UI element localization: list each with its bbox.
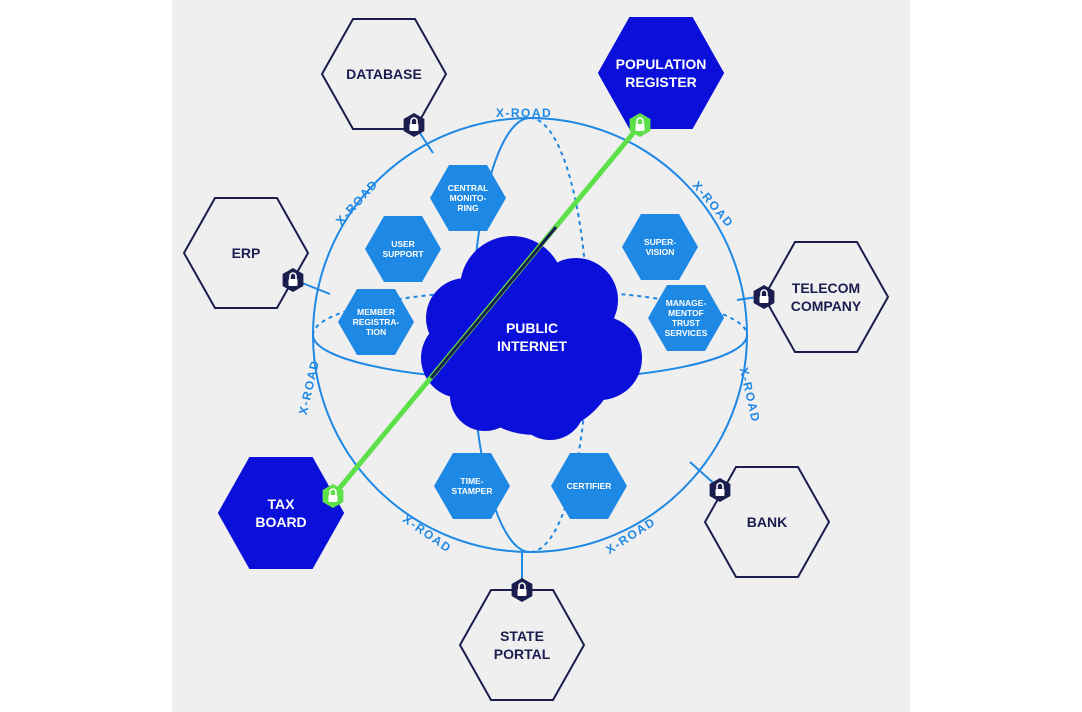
service-certifier: CERTIFIER [551, 453, 627, 519]
service-label-line: TION [366, 327, 386, 337]
node-label-line1: STATE [500, 628, 544, 644]
node-label-line1: TELECOM [792, 280, 860, 296]
cloud-label-line1: PUBLIC [506, 320, 558, 336]
service-label-line: MENTOF [668, 308, 704, 318]
service-label-line: SUPER- [644, 237, 676, 247]
service-label-line: MEMBER [357, 307, 395, 317]
node-hexagon [182, 197, 310, 309]
service-label-line: VISION [646, 247, 675, 257]
cloud-label-line2: INTERNET [497, 338, 567, 354]
x-road-label: X-ROAD [496, 106, 552, 120]
service-label-line: CENTRAL [448, 183, 489, 193]
inner-services: CENTRALMONITO-RINGUSERSUPPORTSUPER-VISIO… [338, 165, 724, 519]
node-state-portal: STATE PORTAL [458, 589, 586, 701]
node-label-line1: POPULATION [616, 56, 707, 72]
service-hexagon [430, 165, 506, 231]
service-hexagon [648, 285, 724, 351]
node-population-register: POPULATION REGISTER [597, 17, 725, 129]
service-label-line: TIME- [460, 476, 483, 486]
x-road-label: X-ROAD [737, 366, 763, 424]
service-label-line: STAMPER [452, 486, 493, 496]
node-label-line2: BOARD [255, 514, 306, 530]
node-hexagon [762, 241, 890, 353]
service-label-line: USER [391, 239, 415, 249]
node-label-line2: REGISTER [625, 74, 697, 90]
outer-nodes: DATABASE POPULATION REGISTER ERP TELECOM COMP… [182, 17, 890, 701]
service-hexagon [365, 216, 441, 282]
service-label-line: MANAGE- [666, 298, 707, 308]
node-label-line1: TAX [268, 496, 296, 512]
node-label-line2: PORTAL [494, 646, 551, 662]
service-label-line: CERTIFIER [567, 481, 612, 491]
service-label-line: SUPPORT [382, 249, 424, 259]
node-label-line1: DATABASE [346, 66, 422, 82]
service-label-line: SERVICES [665, 328, 708, 338]
x-road-label: X-ROAD [333, 177, 381, 228]
x-road-label: X-ROAD [400, 512, 454, 556]
node-label-line1: BANK [747, 514, 787, 530]
node-erp: ERP [182, 197, 310, 309]
node-hexagon [217, 457, 345, 569]
node-label-line1: ERP [232, 245, 261, 261]
node-hexagon [597, 17, 725, 129]
service-hexagon [622, 214, 698, 280]
node-label-line2: COMPANY [791, 298, 862, 314]
secure-connection-through-cloud [429, 226, 558, 379]
node-database: DATABASE [320, 18, 448, 130]
service-time-stamper: TIME-STAMPER [434, 453, 510, 519]
service-hexagon [338, 289, 414, 355]
service-label-line: RING [457, 203, 479, 213]
public-internet-cloud [421, 236, 642, 440]
service-hexagon [551, 453, 627, 519]
service-supervision: SUPER-VISION [622, 214, 698, 280]
node-hexagon [320, 18, 448, 130]
service-hexagon [434, 453, 510, 519]
node-hexagon [458, 589, 586, 701]
equator-back [312, 289, 748, 336]
node-hexagon [703, 466, 831, 578]
service-label-line: REGISTRA- [353, 317, 400, 327]
x-road-label: X-ROAD [296, 358, 322, 416]
node-telecom-company: TELECOM COMPANY [762, 241, 890, 353]
service-label-line: MONITO- [450, 193, 487, 203]
node-tax-board: TAX BOARD [217, 457, 345, 569]
service-label-line: TRUST [672, 318, 701, 328]
x-road-label: X-ROAD [690, 178, 737, 230]
node-bank: BANK [703, 466, 831, 578]
